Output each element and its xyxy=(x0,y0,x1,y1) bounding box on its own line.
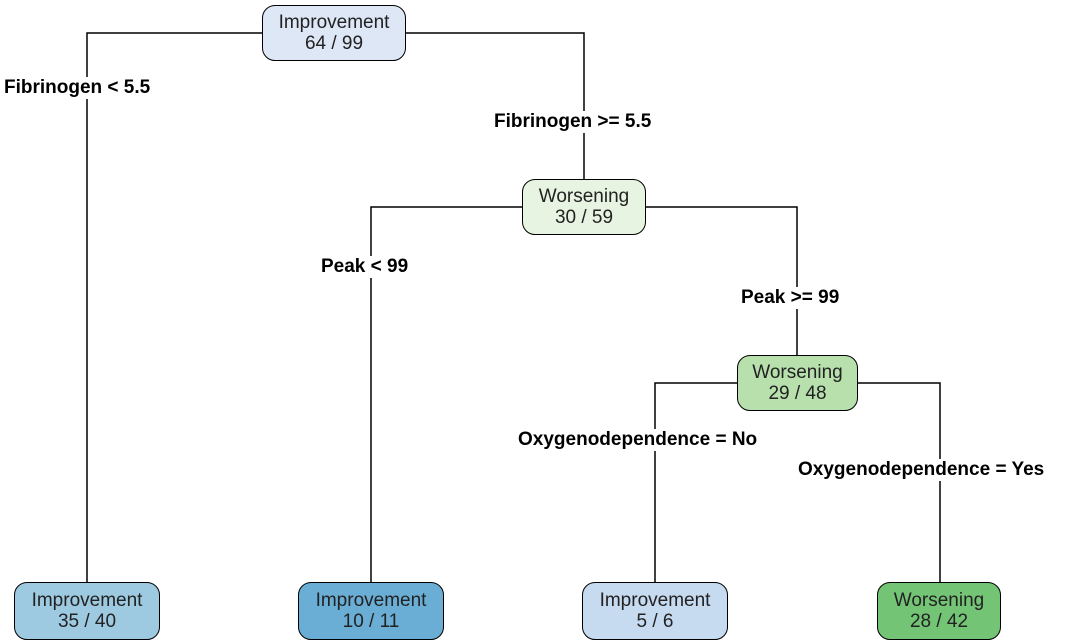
edge-peak-right xyxy=(858,382,941,582)
node-counts: 35 / 40 xyxy=(57,611,117,632)
node-counts: 29 / 48 xyxy=(768,383,827,404)
leaf-node-2: Improvement 10 / 11 xyxy=(298,582,444,640)
node-class-label: Worsening xyxy=(893,590,985,611)
node-class-label: Worsening xyxy=(538,186,630,207)
node-class-label: Improvement xyxy=(315,590,427,611)
edge-fib-right xyxy=(646,206,798,355)
edge-root-left xyxy=(86,32,262,586)
split-label-fibrinogen-high: Fibrinogen >= 5.5 xyxy=(492,111,654,133)
node-class-label: Improvement xyxy=(278,12,390,33)
node-counts: 10 / 11 xyxy=(342,611,400,632)
node-fibrinogen-high: Worsening 30 / 59 xyxy=(522,179,646,235)
split-label-peak-high: Peak >= 99 xyxy=(739,287,842,309)
node-counts: 5 / 6 xyxy=(636,611,674,632)
edge-root-right xyxy=(405,32,585,179)
node-counts: 28 / 42 xyxy=(909,611,969,632)
node-peak-high: Worsening 29 / 48 xyxy=(737,355,858,411)
leaf-node-3: Improvement 5 / 6 xyxy=(582,582,728,640)
node-root: Improvement 64 / 99 xyxy=(262,5,406,61)
split-label-fibrinogen-low: Fibrinogen < 5.5 xyxy=(2,77,153,99)
node-counts: 64 / 99 xyxy=(304,33,364,54)
node-class-label: Worsening xyxy=(752,362,843,383)
leaf-node-1: Improvement 35 / 40 xyxy=(14,582,160,640)
split-label-peak-low: Peak < 99 xyxy=(319,256,411,278)
edge-peak-left xyxy=(654,382,737,582)
split-label-oxygenodependence-yes: Oxygenodependence = Yes xyxy=(796,459,1047,481)
split-label-oxygenodependence-no: Oxygenodependence = No xyxy=(516,429,760,451)
node-class-label: Improvement xyxy=(31,590,143,611)
edge-fib-left xyxy=(370,206,522,582)
leaf-node-4: Worsening 28 / 42 xyxy=(877,582,1001,640)
node-class-label: Improvement xyxy=(599,590,711,611)
node-counts: 30 / 59 xyxy=(554,207,614,228)
